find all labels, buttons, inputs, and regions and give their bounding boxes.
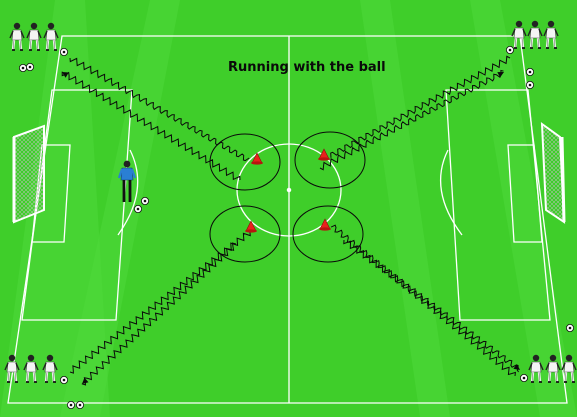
cone-circle-top-right — [294, 131, 366, 189]
ball-icon — [25, 62, 35, 72]
right-goal-icon — [540, 121, 566, 224]
ball-icon — [505, 45, 515, 55]
dribble-path — [330, 55, 511, 158]
grass-stripe — [470, 0, 577, 417]
ball-icon — [525, 67, 535, 77]
arrow-head — [62, 72, 69, 78]
ball-icon — [66, 400, 76, 410]
ball-icon — [75, 400, 85, 410]
right-goal-area — [507, 144, 543, 243]
cone-circle-bottom-left — [209, 205, 281, 263]
centre-spot — [286, 187, 292, 193]
ball-icon — [59, 375, 69, 385]
dribble-path — [319, 69, 504, 171]
ball-icon — [525, 80, 535, 90]
arrow-head — [497, 72, 504, 78]
diagram-title: Running with the ball — [228, 60, 386, 75]
cone-circles — [209, 131, 366, 263]
cone-circle-top-left — [209, 133, 281, 191]
left-penalty-arc — [117, 149, 139, 236]
ball-icon — [519, 373, 529, 383]
ball-icon — [59, 47, 69, 57]
left-goal-icon — [12, 124, 45, 224]
ball-icon — [18, 63, 28, 73]
dribble-path — [330, 224, 516, 377]
arrow-head — [513, 364, 520, 370]
dribble-paths — [61, 55, 520, 386]
arrow-head — [82, 377, 89, 384]
dribble-path — [69, 231, 251, 374]
dribble-path — [343, 239, 519, 373]
grass-stripe — [360, 0, 450, 417]
ball-icon — [140, 196, 150, 206]
pitch-lines — [7, 35, 568, 404]
dribble-path — [69, 57, 250, 162]
right-penalty-area — [445, 89, 551, 321]
left-penalty-area — [21, 89, 133, 321]
cone-circle-bottom-right — [292, 205, 364, 263]
centre-circle — [236, 143, 342, 237]
coach-icon — [117, 160, 137, 202]
touchline-boundary — [7, 35, 568, 404]
right-penalty-arc — [439, 149, 463, 236]
dribble-path — [81, 242, 237, 386]
dribble-path — [61, 71, 241, 181]
grass-stripe — [60, 0, 180, 417]
ball-icon — [133, 204, 143, 214]
ball-icon — [565, 323, 575, 333]
